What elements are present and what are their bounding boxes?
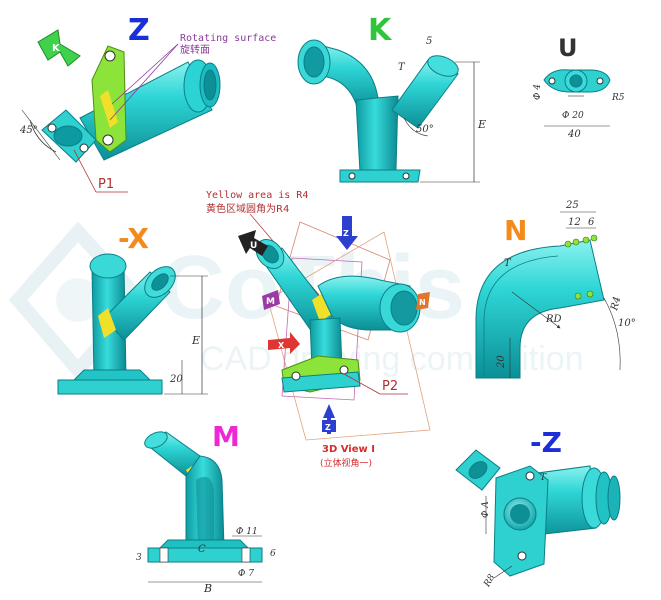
view-label-minus-x: -X <box>118 222 149 255</box>
dim-m-b: B <box>203 582 212 595</box>
dim-minus-z-t: T <box>540 473 547 483</box>
arrow-z-icon-bottom: Z <box>322 404 336 434</box>
arrow-u-letter: U <box>250 241 257 251</box>
dim-m-c: C <box>198 544 206 555</box>
annotation-p2: P2 <box>382 379 398 394</box>
dim-u-phi4: Φ 4 <box>533 84 543 100</box>
view-label-n: N <box>504 214 527 247</box>
arrow-x-icon: X <box>268 332 300 354</box>
arrow-n-icon: N <box>416 292 430 310</box>
view-z: Z K Rotating surface 旋转面 45° P1 <box>19 13 276 193</box>
dim-x-20: 20 <box>169 374 183 385</box>
arrow-u-icon: U <box>238 230 268 256</box>
dim-n-25: 25 <box>565 200 579 211</box>
dim-n-6: 6 <box>588 217 595 228</box>
view-label-minus-z: -Z <box>530 426 562 459</box>
view-label-k: K <box>368 13 393 48</box>
dim-z-angle: 45° <box>19 125 38 136</box>
annotation-3d-view-cn: (立体视角一) <box>320 457 372 469</box>
arrow-z-bottom-letter: Z <box>325 423 331 432</box>
annotation-yellow-area-cn: 黄色区域圆角为R4 <box>206 202 289 215</box>
dim-n-12: 12 <box>568 217 581 228</box>
dim-u-r5: R5 <box>611 93 625 103</box>
view-u: U Φ 4 R5 Φ 20 40 <box>533 34 625 140</box>
annotation-yellow-area-en: Yellow area is R4 <box>206 190 308 201</box>
dim-k-e: E <box>477 118 486 131</box>
view-3d: Yellow area is R4 黄色区域圆角为R4 U Z <box>206 190 431 469</box>
dim-n-rd: RD <box>545 314 562 325</box>
dim-m-phi7: Φ 7 <box>238 569 254 579</box>
dim-k-t: T <box>398 62 406 73</box>
arrow-z-letter: K <box>52 43 61 54</box>
dim-m-6: 6 <box>270 549 276 559</box>
view-label-z: Z <box>128 13 150 48</box>
view-minus-x: -X E 20 <box>57 222 208 395</box>
annotation-p1: P1 <box>98 177 114 192</box>
annotation-rotating-surface-cn: 旋转面 <box>180 43 210 56</box>
dim-k-5: 5 <box>426 36 432 47</box>
arrow-z-icon-top: Z <box>336 216 358 250</box>
arrow-n-letter: N <box>419 298 426 307</box>
dim-n-t: T <box>504 258 512 269</box>
dim-u-40: 40 <box>567 129 581 140</box>
view-label-m: M <box>212 420 240 453</box>
watermark-subtitle: CAD drawing competition <box>200 340 584 378</box>
dim-n-10: 10° <box>618 318 636 329</box>
dim-u-phi20: Φ 20 <box>562 111 584 121</box>
dim-k-angle: 50° <box>416 124 434 135</box>
view-minus-z: -Z Φ A R8 T <box>455 426 621 590</box>
annotation-3d-view-en: 3D View I <box>322 444 375 455</box>
dim-n-20: 20 <box>496 355 507 369</box>
arrow-m-letter: M <box>266 297 275 307</box>
dim-n-r4: R4 <box>609 295 623 312</box>
dim-minus-z-r8: R8 <box>482 573 498 590</box>
view-m: M Φ 11 6 3 C Φ 7 B <box>136 420 276 595</box>
annotation-rotating-surface-en: Rotating surface <box>180 33 276 44</box>
arrow-m-icon: M <box>262 290 280 310</box>
view-label-u: U <box>558 34 578 62</box>
view-k: K E 5 T 50° <box>297 13 486 183</box>
arrow-z-view-icon: K <box>37 29 81 67</box>
arrow-z-top-letter: Z <box>343 229 349 238</box>
dim-x-e: E <box>191 334 200 347</box>
dim-m-phi11: Φ 11 <box>236 527 258 537</box>
dim-m-3: 3 <box>136 553 142 563</box>
arrow-x-letter: X <box>278 341 285 350</box>
view-n: N 25 12 6 T RD R4 10° 20 <box>475 200 636 379</box>
